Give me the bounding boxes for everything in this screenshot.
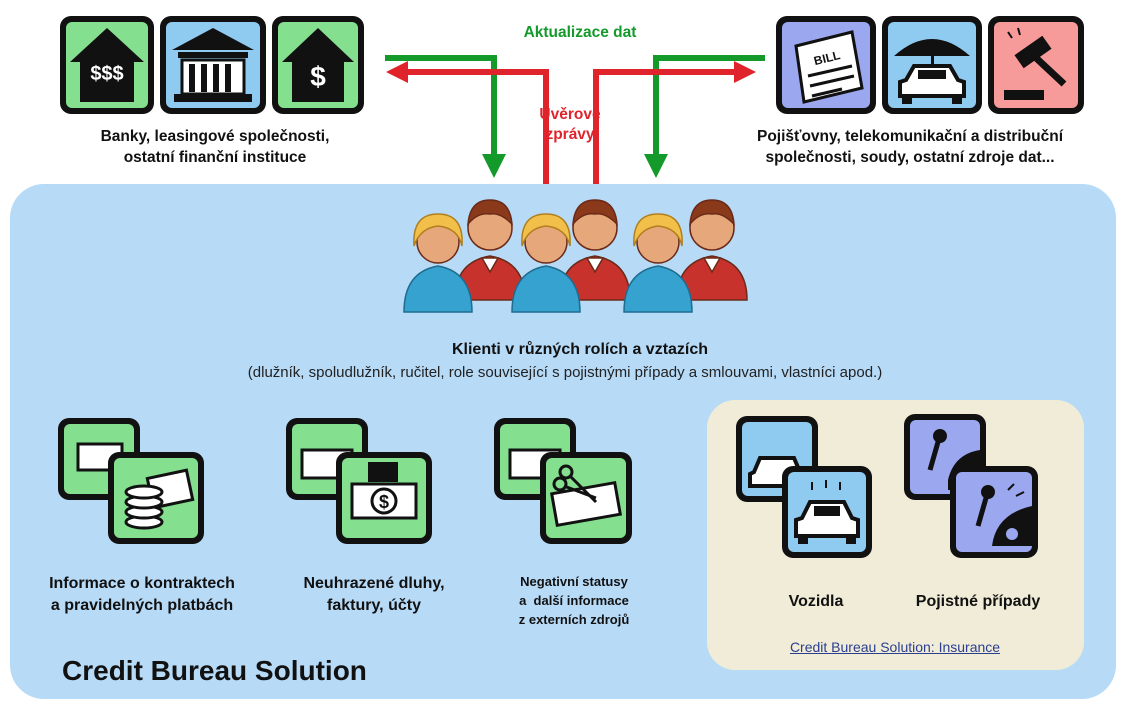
update-label: Aktualizace dat (523, 24, 637, 41)
credit-reports-label-line1: Úvěrové (539, 106, 601, 123)
bank-building-icon (160, 16, 266, 114)
bill-newspaper-icon: BILL (776, 16, 876, 114)
car-umbrella-icon (882, 16, 982, 114)
svg-text:BILL: BILL (812, 48, 841, 68)
vehicles-label: Vozidla (788, 593, 844, 610)
insurance-solution-link[interactable]: Credit Bureau Solution: Insurance (789, 639, 1001, 655)
person-man-2 (559, 199, 631, 301)
category-negative-line3: z externích zdrojů (518, 612, 630, 627)
vehicle-icon (782, 466, 872, 558)
svg-text:$: $ (379, 492, 389, 512)
category-debts-line1: Neuhrazené dluhy, (303, 575, 445, 592)
green-arrow-left (385, 55, 497, 158)
person-woman-2 (511, 213, 581, 313)
cut-banknote-icon-front (540, 452, 632, 544)
judge-gavel-icon (988, 16, 1084, 114)
house-dollar-icon: $ (272, 16, 364, 114)
person-man-3 (676, 199, 748, 301)
svg-text:$$$: $$$ (90, 63, 123, 85)
claims-label: Pojistné případy (915, 593, 1041, 610)
right-sources-label-line2: společnosti, soudy, ostatní zdroje dat..… (765, 149, 1055, 166)
credit-bureau-solution-title: Credit Bureau Solution (62, 655, 367, 686)
clients-title: Klienti v různých rolích a vztazích (451, 341, 709, 358)
category-contracts-line2: a pravidelných platbách (50, 597, 234, 614)
coins-cash-icon-front (108, 452, 204, 544)
svg-text:$: $ (310, 61, 326, 92)
green-arrow-right (653, 55, 765, 158)
left-sources-label-line1: Banky, leasingové společnosti, (100, 128, 330, 145)
person-woman-3 (623, 213, 693, 313)
hand-dollar-icon-front: $ (336, 452, 432, 544)
red-arrow-right (593, 69, 738, 184)
category-negative-line1: Negativní statusy (520, 574, 628, 589)
house-dollars-icon: $$$ (60, 16, 154, 114)
insurance-claim-icon (950, 466, 1038, 558)
category-negative-line2: a další informace (519, 593, 629, 608)
red-arrow-left (404, 69, 549, 184)
category-debts-line2: faktury, účty (327, 597, 421, 614)
person-woman-1 (403, 213, 473, 313)
credit-reports-label-line2: zprávy (545, 126, 595, 143)
right-sources-label-line1: Pojišťovny, telekomunikační a distribučn… (756, 128, 1064, 145)
category-contracts-line1: Informace o kontraktech (49, 575, 235, 592)
clients-subtitle: (dlužník, spoludlužník, ručitel, role so… (247, 364, 883, 381)
left-sources-label-line2: ostatní finanční instituce (123, 149, 307, 166)
